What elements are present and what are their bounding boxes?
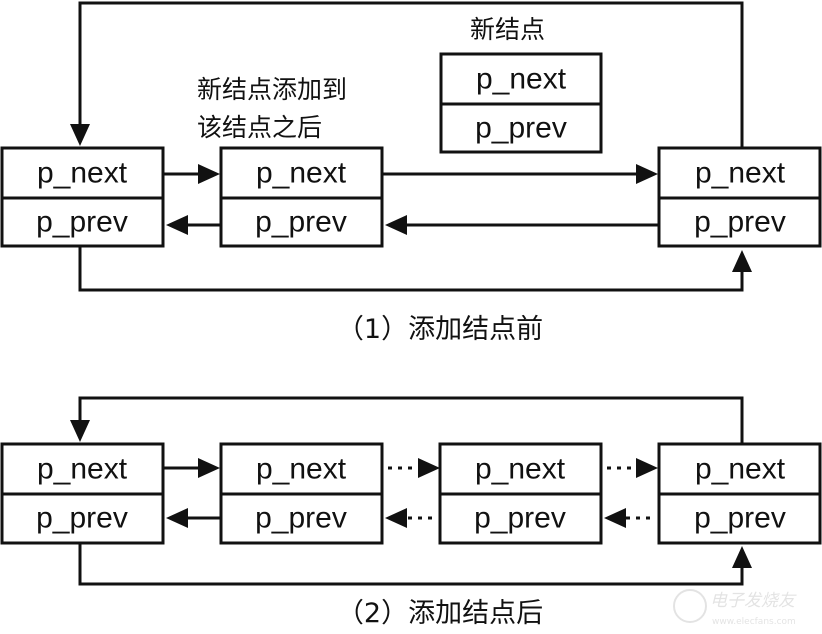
insert-note-line2: 该结点之后 bbox=[197, 113, 322, 142]
arrow-head bbox=[636, 458, 658, 478]
diagram-before-insert: 新结点 新结点添加到 该结点之后 p_next p_prev p_next p_… bbox=[0, 1, 822, 345]
node-1: p_next p_prev bbox=[0, 442, 165, 545]
arrow-head bbox=[418, 458, 440, 478]
field-next: p_next bbox=[256, 453, 347, 486]
arrow-head bbox=[198, 164, 220, 184]
arrow-head bbox=[198, 458, 220, 478]
field-prev: p_prev bbox=[474, 502, 566, 535]
field-next: p_next bbox=[476, 63, 567, 96]
arrow-head bbox=[166, 508, 188, 528]
field-prev: p_prev bbox=[475, 112, 567, 145]
new-node: p_next p_prev bbox=[439, 52, 603, 154]
node-3: p_next p_prev bbox=[657, 442, 822, 545]
node-2: p_next p_prev bbox=[219, 442, 384, 545]
field-next: p_next bbox=[256, 157, 347, 190]
arrow-head bbox=[385, 508, 407, 528]
field-next: p_next bbox=[37, 157, 128, 190]
field-prev: p_prev bbox=[36, 502, 128, 535]
arrow-head bbox=[385, 215, 407, 235]
field-next: p_next bbox=[695, 157, 786, 190]
field-prev: p_prev bbox=[694, 206, 786, 239]
loop-top-line bbox=[78, 1, 744, 147]
field-prev: p_prev bbox=[694, 502, 786, 535]
field-next: p_next bbox=[475, 453, 566, 486]
field-next: p_next bbox=[37, 453, 128, 486]
caption-after: （2）添加结点后 bbox=[337, 598, 543, 629]
arrow-head bbox=[636, 164, 658, 184]
arrow-head bbox=[604, 508, 626, 528]
arrow-head bbox=[70, 420, 90, 442]
field-prev: p_prev bbox=[255, 502, 347, 535]
watermark-logo: 电子发烧友 www.elecfans.com bbox=[673, 589, 797, 627]
loop-top-line bbox=[78, 396, 744, 443]
svg-text:www.elecfans.com: www.elecfans.com bbox=[712, 617, 796, 627]
svg-text:电子发烧友: 电子发烧友 bbox=[710, 591, 797, 611]
loop-bottom-line bbox=[78, 543, 744, 586]
field-prev: p_prev bbox=[36, 206, 128, 239]
arrow-head bbox=[166, 215, 188, 235]
field-next: p_next bbox=[695, 453, 786, 486]
node-2: p_next p_prev bbox=[219, 146, 384, 248]
new-node-title: 新结点 bbox=[470, 15, 545, 44]
node-1: p_next p_prev bbox=[0, 146, 165, 248]
new-node: p_next p_prev bbox=[438, 442, 603, 545]
diagram-after-insert: p_next p_prev p_next p_prev p_next p_pre… bbox=[0, 396, 822, 629]
arrow-head bbox=[732, 250, 752, 272]
insert-note-line1: 新结点添加到 bbox=[197, 75, 347, 104]
loop-bottom-line bbox=[78, 246, 744, 292]
caption-before: （1）添加结点前 bbox=[337, 314, 543, 345]
arrow-head bbox=[70, 124, 90, 146]
node-3: p_next p_prev bbox=[657, 146, 822, 248]
arrow-head bbox=[732, 546, 752, 568]
field-prev: p_prev bbox=[255, 206, 347, 239]
